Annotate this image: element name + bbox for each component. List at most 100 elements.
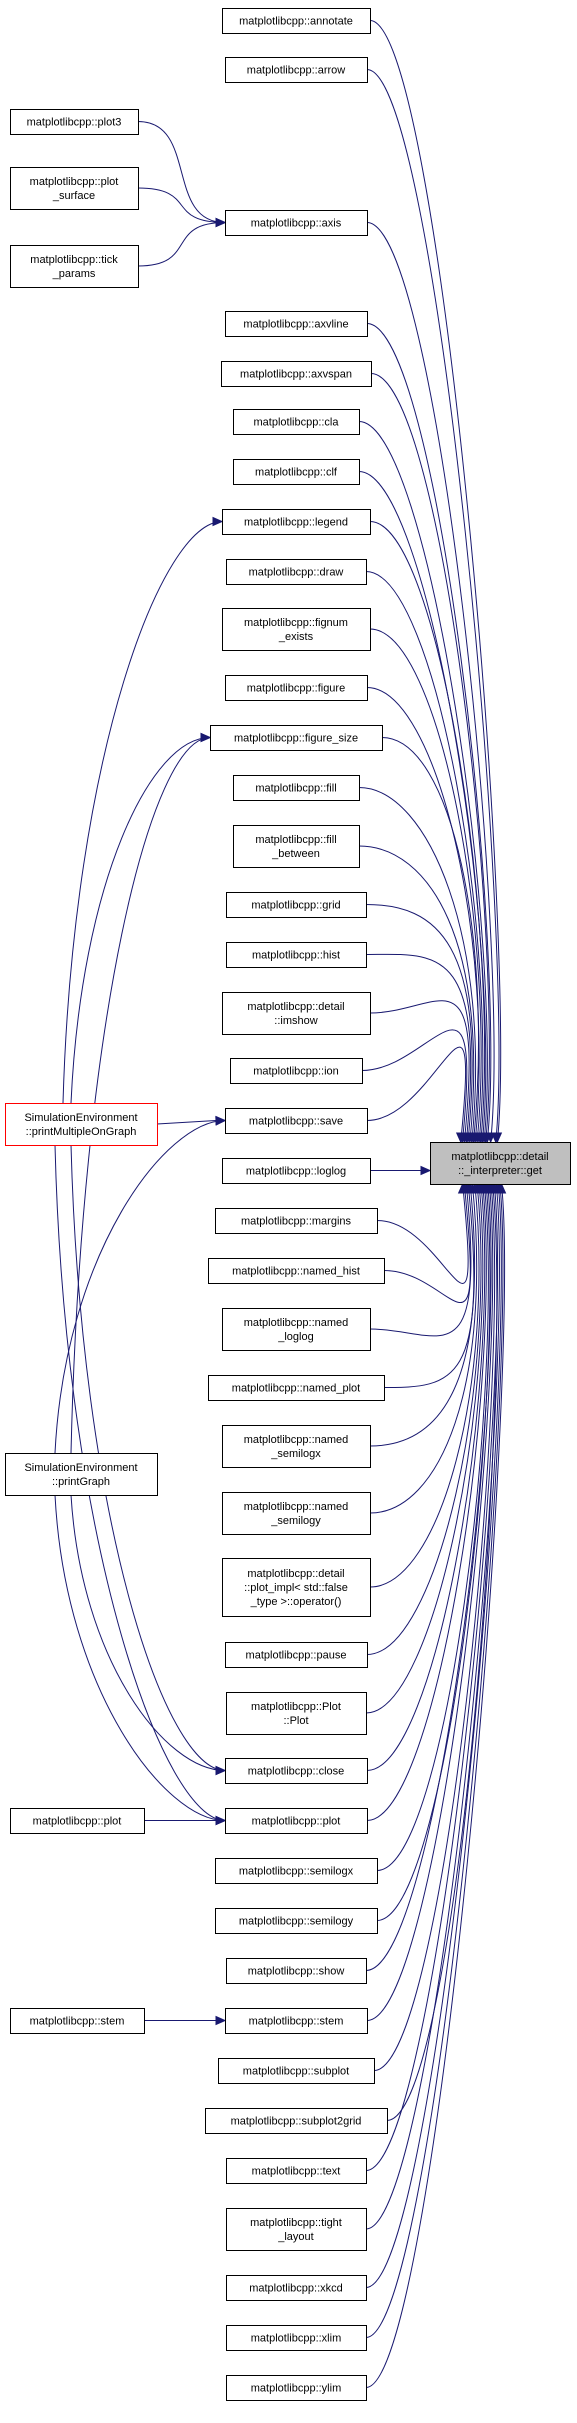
node-box [10,245,139,288]
node-box [233,409,360,435]
edge-function-to-root [358,845,475,1143]
function-node[interactable]: matplotlibcpp::subplot [218,2058,375,2084]
node-label-line: matplotlibcpp::subplot2grid [231,2116,362,2128]
edge-arrowhead [215,217,227,228]
edge-function-to-root [365,571,484,1143]
function-node[interactable]: matplotlibcpp::cla [233,409,360,435]
node-label-line: SimulationEnvironment [24,1112,137,1124]
node-box [233,775,360,801]
node-label-line: matplotlibcpp::stem [30,2016,125,2028]
function-node[interactable]: matplotlibcpp::tight_layout [226,2208,367,2251]
function-node[interactable]: matplotlibcpp::axis [225,210,368,236]
function-node[interactable]: matplotlibcpp::subplot2grid [205,2108,388,2134]
node-box [226,2208,367,2251]
node-label-line: matplotlibcpp::pause [246,1650,347,1662]
function-node[interactable]: matplotlibcpp::margins [215,1208,378,1234]
node-box [222,8,371,34]
function-node[interactable]: matplotlibcpp::Plot::Plot [226,1692,367,1735]
function-node[interactable]: matplotlibcpp::detail::imshow [222,992,371,1035]
node-box [5,1103,158,1146]
node-box [218,2058,375,2084]
function-node[interactable]: matplotlibcpp::loglog [222,1158,371,1184]
function-node[interactable]: matplotlibcpp::close [225,1758,368,1784]
node-box [222,509,371,535]
node-box [10,167,139,210]
function-node[interactable]: matplotlibcpp::clf [233,459,360,485]
caller-node[interactable]: matplotlibcpp::plot3 [10,109,139,135]
node-box [233,459,360,485]
caller-node[interactable]: matplotlibcpp::stem [10,2008,145,2034]
function-node[interactable]: matplotlibcpp::annotate [222,8,371,34]
node-box [222,608,371,651]
function-node[interactable]: matplotlibcpp::ylim [226,2375,367,2401]
function-node[interactable]: matplotlibcpp::fill_between [233,825,360,868]
node-label-line: matplotlibcpp::cla [254,417,340,429]
node-box [222,992,371,1035]
node-box [215,1858,378,1884]
node-box [225,1758,368,1784]
function-node[interactable]: matplotlibcpp::xkcd [226,2275,367,2301]
function-node[interactable]: matplotlibcpp::stem [225,2008,368,2034]
function-node[interactable]: matplotlibcpp::ion [230,1058,363,1084]
caller-node[interactable]: matplotlibcpp::tick_params [10,245,139,288]
function-node[interactable]: matplotlibcpp::grid [226,892,367,918]
function-node[interactable]: matplotlibcpp::pause [225,1642,368,1668]
caller-node-highlighted[interactable]: SimulationEnvironment::printMultipleOnGr… [5,1103,158,1146]
function-node[interactable]: matplotlibcpp::named_loglog [222,1308,371,1351]
function-node[interactable]: matplotlibcpp::semilogx [215,1858,378,1884]
edge-caller-to-function [137,222,226,267]
node-label-line: matplotlibcpp::margins [241,1216,352,1228]
node-label-line: _loglog [277,1331,313,1343]
edge-arrowhead [420,1165,432,1176]
function-node[interactable]: matplotlibcpp::legend [222,509,371,535]
node-box [215,1908,378,1934]
function-node[interactable]: matplotlibcpp::show [226,1958,367,1984]
function-node[interactable]: matplotlibcpp::text [226,2158,367,2184]
edge-function-to-root [365,1183,498,2171]
node-label-line: matplotlibcpp::semilogy [239,1916,354,1928]
node-box [222,1492,371,1535]
node-label-line: matplotlibcpp::clf [255,467,338,479]
function-node[interactable]: matplotlibcpp::named_semilogx [222,1425,371,1468]
function-node[interactable]: matplotlibcpp::draw [226,559,367,585]
edge-function-to-root [383,1183,471,1303]
node-label-line: _surface [52,190,95,202]
edge-function-to-root [365,1183,502,2288]
node-label-line: matplotlibcpp::text [252,2166,341,2178]
function-node[interactable]: matplotlibcpp::semilogy [215,1908,378,1934]
nodes-layer: matplotlibcpp::annotatematplotlibcpp::ar… [5,8,571,2401]
function-node[interactable]: matplotlibcpp::figure [225,675,368,701]
caller-node[interactable]: SimulationEnvironment::printGraph [5,1453,158,1496]
node-label-line: matplotlibcpp::named [244,1317,349,1329]
node-label-line: ::printMultipleOnGraph [26,1126,137,1138]
function-node[interactable]: matplotlibcpp::axvline [225,311,368,337]
function-node[interactable]: matplotlibcpp::plot [225,1808,368,1834]
edge-function-to-root [358,421,488,1143]
function-node[interactable]: matplotlibcpp::xlim [226,2325,367,2351]
caller-node[interactable]: matplotlibcpp::plot [10,1808,145,1834]
function-node[interactable]: matplotlibcpp::fill [233,775,360,801]
node-box [10,2008,145,2034]
node-box [225,57,368,83]
node-label-line: matplotlibcpp::ion [253,1066,339,1078]
function-node[interactable]: matplotlibcpp::axvspan [221,361,372,387]
node-box [225,675,368,701]
caller-node[interactable]: matplotlibcpp::plot_surface [10,167,139,210]
edge-caller-to-function [62,521,223,1104]
function-node[interactable]: matplotlibcpp::fignum_exists [222,608,371,651]
node-label-line: _semilogx [270,1448,321,1460]
function-node[interactable]: matplotlibcpp::hist [226,942,367,968]
edge-function-to-root [365,953,472,1143]
function-node[interactable]: matplotlibcpp::detail::plot_impl< std::f… [222,1558,371,1617]
function-node[interactable]: matplotlibcpp::save [225,1108,368,1134]
function-node[interactable]: matplotlibcpp::figure_size [210,725,383,751]
function-node[interactable]: matplotlibcpp::arrow [225,57,368,83]
node-label-line: matplotlibcpp::fignum [244,617,348,629]
node-label-line: matplotlibcpp::plot3 [27,117,122,129]
edge-arrowhead [215,2015,227,2026]
function-node[interactable]: matplotlibcpp::named_plot [208,1375,385,1401]
function-node[interactable]: matplotlibcpp::named_semilogy [222,1492,371,1535]
root-node[interactable]: matplotlibcpp::detail::_interpreter::get [430,1142,571,1185]
node-box [430,1142,571,1185]
function-node[interactable]: matplotlibcpp::named_hist [208,1258,385,1284]
